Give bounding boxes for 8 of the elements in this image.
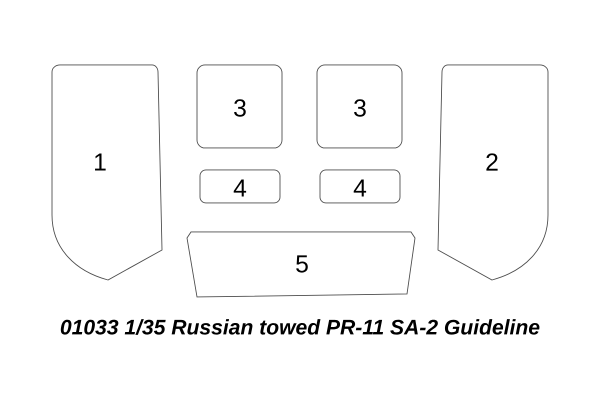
- caption: 01033 1/35 Russian towed PR-11 SA-2 Guideline: [60, 319, 540, 335]
- window-mask: 4: [320, 170, 400, 204]
- window-mask: 3: [196, 64, 282, 148]
- window-mask: 5: [186, 232, 416, 298]
- window-mask: 1: [52, 64, 162, 280]
- window-mask: 3: [316, 64, 402, 148]
- window-mask: 2: [438, 64, 548, 280]
- window-mask: 4: [200, 170, 280, 204]
